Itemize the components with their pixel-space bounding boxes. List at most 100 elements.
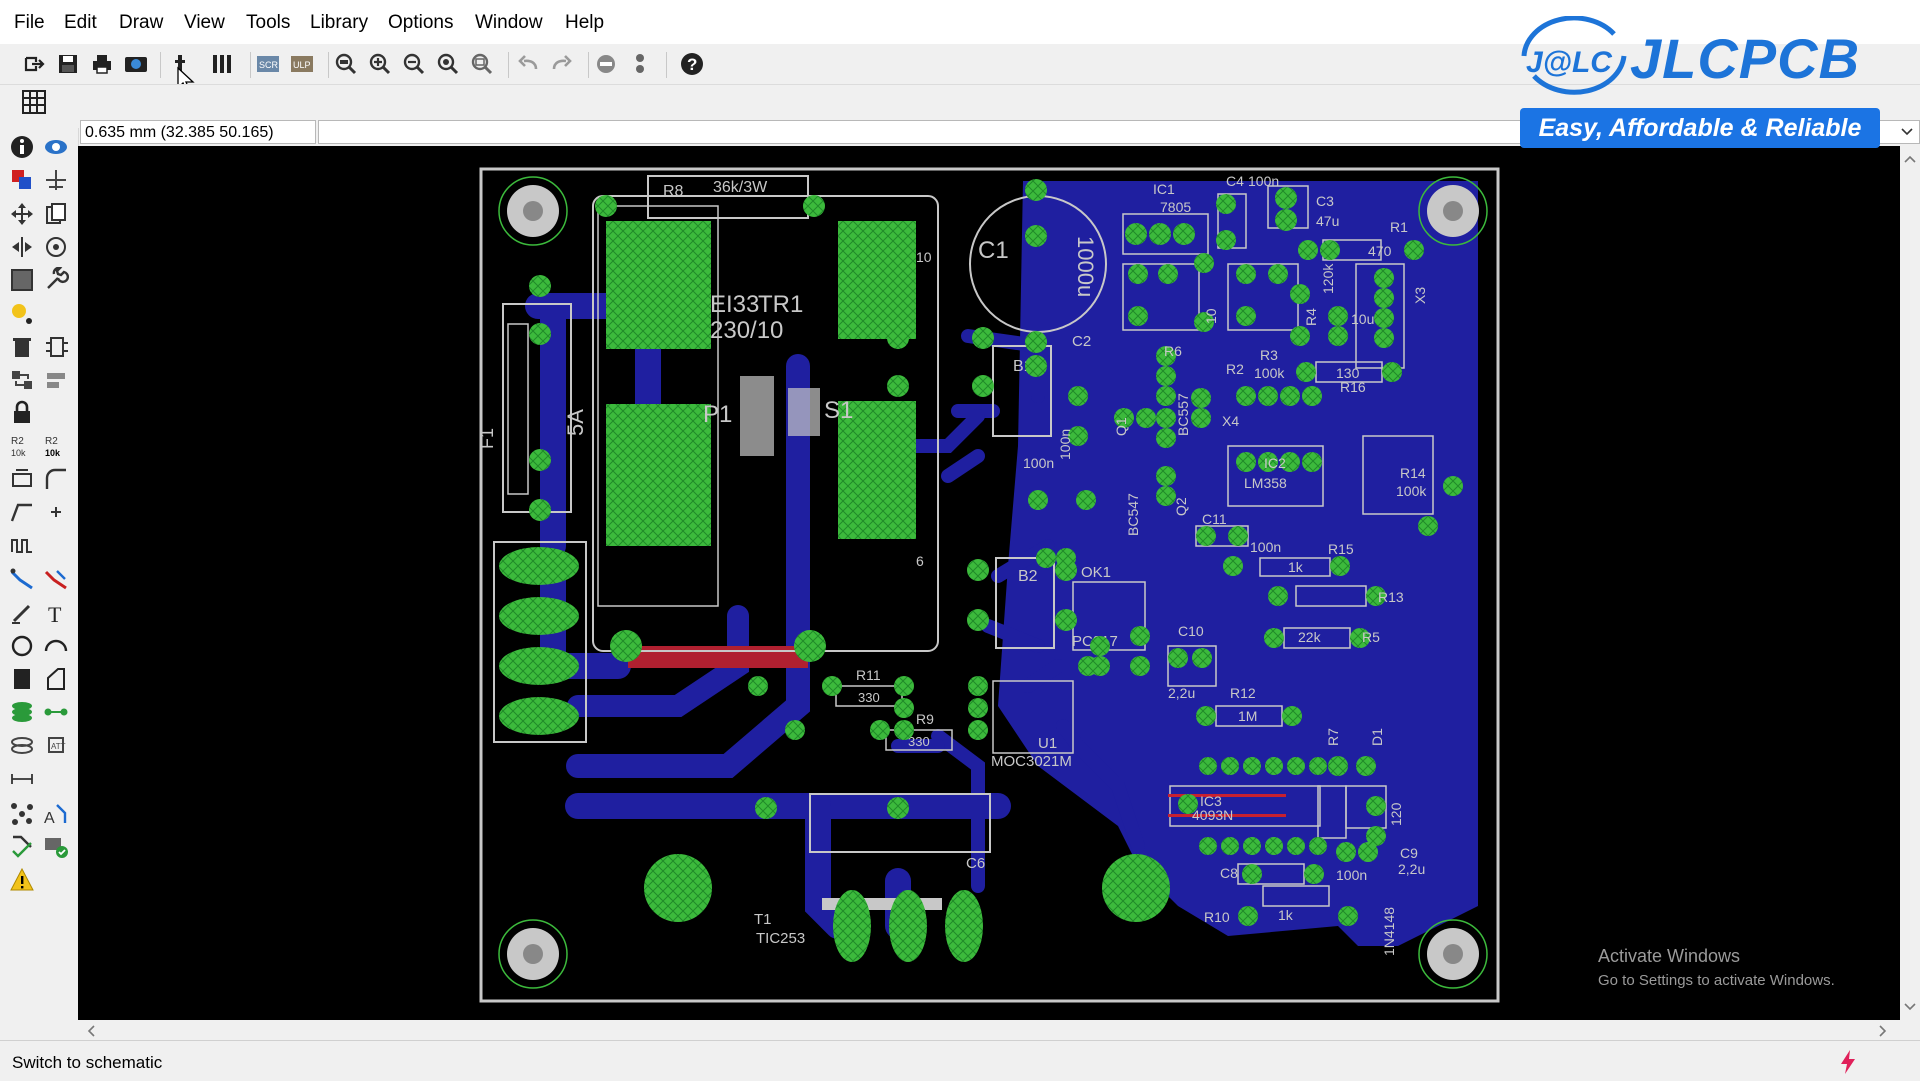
smash-icon[interactable]: [8, 465, 36, 493]
polygon-icon[interactable]: [42, 665, 70, 693]
change-icon[interactable]: [42, 266, 70, 294]
lock-icon[interactable]: [8, 399, 36, 427]
optimize-icon[interactable]: [42, 498, 70, 526]
layer-display-icon[interactable]: [8, 166, 36, 194]
text-icon[interactable]: T: [42, 599, 70, 627]
r7-label: R7: [1325, 728, 1341, 746]
open-icon[interactable]: [20, 50, 48, 78]
scroll-right-icon[interactable]: [1878, 1024, 1888, 1038]
zoom-in-icon[interactable]: [366, 50, 394, 78]
via-icon[interactable]: [8, 698, 36, 726]
ic3-value: 4093N: [1192, 807, 1233, 823]
menu-library[interactable]: Library: [310, 12, 369, 33]
menu-tools[interactable]: Tools: [246, 12, 291, 33]
ripup-icon[interactable]: [42, 566, 70, 594]
zoom-redraw-icon[interactable]: [434, 50, 462, 78]
undo-icon[interactable]: [514, 50, 542, 78]
layers-icon[interactable]: [209, 50, 237, 78]
r14-value: 100k: [1396, 483, 1427, 499]
ulp-run-icon[interactable]: ULP: [288, 50, 316, 78]
scroll-down-icon[interactable]: [1903, 1002, 1917, 1012]
show-icon[interactable]: [42, 133, 70, 161]
x3-label: X3: [1412, 287, 1428, 304]
save-icon[interactable]: [54, 50, 82, 78]
r8-label: R8: [663, 183, 684, 200]
scr-script-icon[interactable]: SCR: [254, 50, 282, 78]
print-icon[interactable]: [88, 50, 116, 78]
b2-label: B2: [1018, 568, 1038, 585]
grid-icon[interactable]: [20, 88, 48, 116]
ratsnest-icon[interactable]: [8, 800, 36, 828]
zoom-select-icon[interactable]: [468, 50, 496, 78]
menu-options[interactable]: Options: [388, 12, 454, 33]
menu-draw[interactable]: Draw: [119, 12, 164, 33]
scroll-up-icon[interactable]: [1903, 154, 1917, 164]
hole-icon[interactable]: [8, 731, 36, 759]
group-icon[interactable]: [8, 266, 36, 294]
copy-icon[interactable]: [42, 200, 70, 228]
tr1-label: TR1: [758, 291, 803, 318]
menu-view[interactable]: View: [184, 12, 225, 33]
move-icon[interactable]: [8, 200, 36, 228]
route-icon[interactable]: [8, 566, 36, 594]
arc-icon[interactable]: [42, 632, 70, 660]
add-icon[interactable]: [42, 333, 70, 361]
info-icon[interactable]: [8, 133, 36, 161]
zoom-out-icon[interactable]: [400, 50, 428, 78]
r6-label: R6: [1164, 343, 1182, 359]
t1-label: T1: [754, 911, 772, 928]
r10-value: 1k: [1278, 907, 1294, 923]
miter-icon[interactable]: [42, 465, 70, 493]
jlc-badge-icon: J@LC: [1521, 16, 1627, 95]
wire-icon[interactable]: [8, 599, 36, 627]
pcb-canvas[interactable]: R8 36k/3W EI33 TR1 230/10 10 6 P1 S1 F1 …: [78, 146, 1900, 1020]
r-120k-value: 120k: [1320, 263, 1336, 294]
menu-window[interactable]: Window: [475, 12, 543, 33]
scroll-left-icon[interactable]: [86, 1024, 96, 1038]
menu-file[interactable]: File: [14, 12, 45, 33]
c3-label: C3: [1316, 193, 1334, 209]
moc-label: MOC3021M: [991, 753, 1072, 770]
split-icon[interactable]: [8, 498, 36, 526]
replace-icon[interactable]: [8, 366, 36, 394]
mirror-icon[interactable]: [8, 233, 36, 261]
c10-value: 2,2u: [1168, 685, 1195, 701]
c10-label: C10: [1178, 623, 1204, 639]
attribute-icon[interactable]: ATT: [42, 731, 70, 759]
paste-icon[interactable]: [8, 300, 36, 328]
svg-text:ULP: ULP: [293, 60, 311, 70]
redo-icon[interactable]: [548, 50, 576, 78]
windows-activation-subtitle: Go to Settings to activate Windows.: [1598, 972, 1835, 989]
pinswap-icon[interactable]: [42, 366, 70, 394]
circle-icon[interactable]: [8, 632, 36, 660]
menu-edit[interactable]: Edit: [64, 12, 97, 33]
stop-icon[interactable]: [592, 50, 620, 78]
meander-icon[interactable]: [8, 531, 36, 559]
chevron-down-icon[interactable]: [1900, 126, 1914, 138]
rectangle-icon[interactable]: [8, 665, 36, 693]
help-icon[interactable]: ?: [678, 50, 706, 78]
delete-icon[interactable]: [8, 333, 36, 361]
mark-icon[interactable]: [42, 166, 70, 194]
c2-value-label: 100n: [1023, 455, 1054, 471]
c1-label: C1: [978, 237, 1009, 264]
vertical-scrollbar[interactable]: [1900, 146, 1920, 1020]
switch-schematic-icon[interactable]: [166, 50, 194, 78]
signal-icon[interactable]: [42, 698, 70, 726]
drc-icon[interactable]: [42, 832, 70, 860]
lightning-icon[interactable]: [1838, 1049, 1858, 1075]
svg-text:ATT: ATT: [51, 742, 66, 751]
erc-icon[interactable]: [8, 832, 36, 860]
horizontal-scrollbar[interactable]: [78, 1020, 1900, 1040]
dimension-icon[interactable]: [8, 765, 36, 793]
warning-icon[interactable]: [8, 866, 36, 894]
menu-help[interactable]: Help: [565, 12, 605, 33]
go-icon[interactable]: [626, 50, 654, 78]
autorouter-icon[interactable]: A: [42, 800, 70, 828]
rotate-icon[interactable]: [42, 233, 70, 261]
pin10-label: 10: [916, 249, 932, 265]
camera-icon[interactable]: [122, 50, 150, 78]
zoom-fit-icon[interactable]: [332, 50, 360, 78]
